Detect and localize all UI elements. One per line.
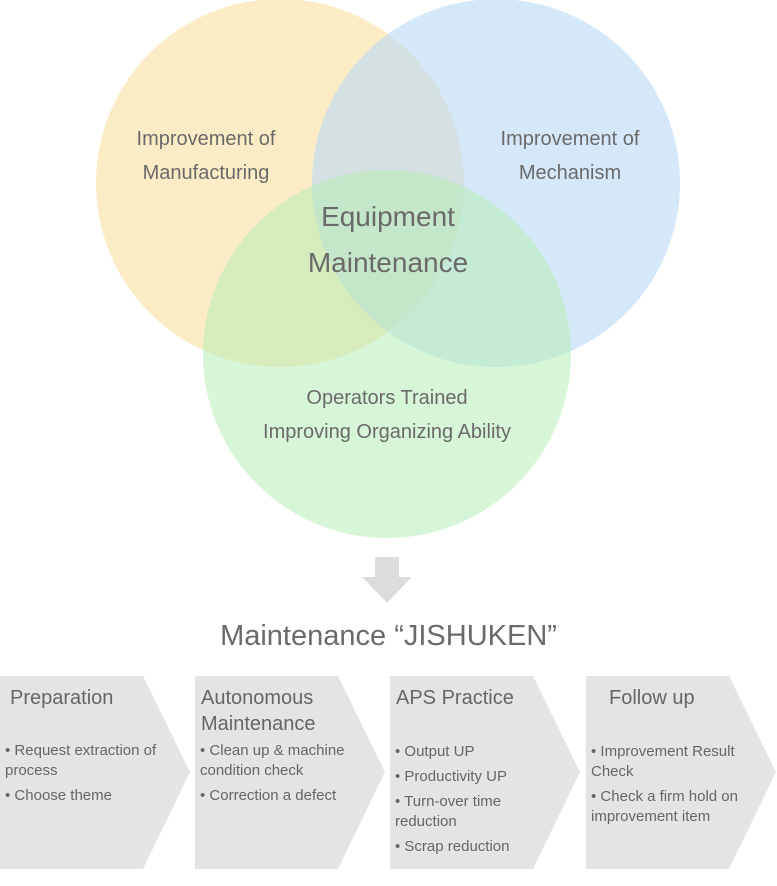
step-item: Check a firm hold on improvement item [591,787,771,827]
circle-label-line: Mechanism [518,162,622,184]
circle-label-line: Improvement of [136,128,276,150]
step-follow-up: Follow up Improvement Result Check Check… [586,676,776,869]
step-title-line: Autonomous [201,687,314,709]
circle-label-mechanism: Improvement of Mechanism [460,122,680,190]
center-label-equipment-maintenance: Equipment Maintenance [258,194,518,286]
circle-label-operators: Operators Trained Improving Organizing A… [222,381,552,449]
step-title: APS Practice [396,685,514,711]
step-item: Output UP [395,742,545,762]
circle-label-line: Improvement of [500,128,640,150]
step-title: Preparation [10,685,113,711]
step-item-list: Clean up & machine condition check Corre… [200,741,382,811]
step-item: Correction a defect [200,786,382,806]
step-title: Autonomous Maintenance [201,685,316,737]
step-item-list: Output UP Productivity UP Turn-over time… [395,742,545,862]
step-item-list: Improvement Result Check Check a firm ho… [591,742,771,832]
step-item: Productivity UP [395,767,545,787]
venn-diagram [96,0,680,538]
step-item: Turn-over time reduction [395,792,545,832]
step-aps-practice: APS Practice Output UP Productivity UP T… [390,676,580,869]
circle-label-line: Operators Trained [306,387,468,409]
circle-operators [203,170,571,538]
circle-label-manufacturing: Improvement of Manufacturing [96,122,316,190]
step-title-line: Maintenance [201,713,316,735]
step-autonomous-maintenance: Autonomous Maintenance Clean up & machin… [195,676,385,869]
jishuken-title: Maintenance “JISHUKEN” [220,620,557,652]
step-item: Clean up & machine condition check [200,741,382,781]
step-title-line: APS Practice [396,687,514,709]
step-preparation: Preparation Request extraction of proces… [0,676,190,869]
step-item: Scrap reduction [395,837,545,857]
step-title-line: Preparation [10,687,114,709]
down-arrow-icon [362,557,412,603]
circle-label-line: Improving Organizing Ability [263,421,511,443]
step-item: Improvement Result Check [591,742,771,782]
step-title-line: Follow up [609,687,695,709]
step-item: Request extraction of process [5,741,175,781]
step-item-list: Request extraction of process Choose the… [5,741,175,811]
center-label-line: Equipment [321,201,455,232]
circle-label-line: Manufacturing [142,162,270,184]
center-label-line: Maintenance [307,247,469,278]
step-title: Follow up [609,685,695,711]
step-item: Choose theme [5,786,175,806]
